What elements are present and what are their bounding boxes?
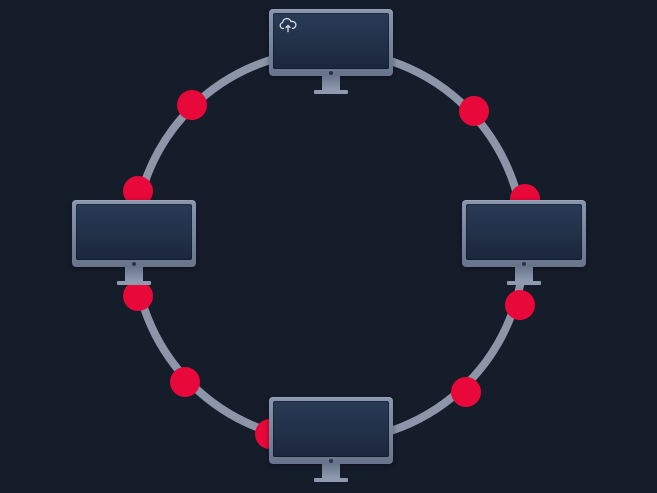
monitor-screen [273,401,389,457]
monitor-camera-dot [329,71,333,75]
data-packet [123,176,153,206]
data-packet [170,367,200,397]
data-packet [505,290,535,320]
monitor-stand-base [314,478,348,482]
monitor-stand-base [507,281,541,285]
network-node-right [462,200,586,288]
monitor-stand-neck [125,267,143,281]
data-packet [177,90,207,120]
monitor-screen [466,204,582,260]
network-node-top [269,9,393,97]
monitor-camera-dot [329,459,333,463]
network-node-bottom [269,397,393,485]
data-packet [451,377,481,407]
monitor-screen [76,204,192,260]
monitor-stand-neck [322,76,340,90]
monitor-stand-base [314,90,348,94]
monitor-screen [273,13,389,69]
monitor-camera-dot [132,262,136,266]
cloud-upload-icon [279,17,297,33]
data-packet [459,96,489,126]
data-packet [123,281,153,311]
monitor-stand-neck [515,267,533,281]
network-node-left [72,200,196,288]
monitor-stand-neck [322,464,340,478]
monitor-camera-dot [522,262,526,266]
monitor-stand-base [117,281,151,285]
